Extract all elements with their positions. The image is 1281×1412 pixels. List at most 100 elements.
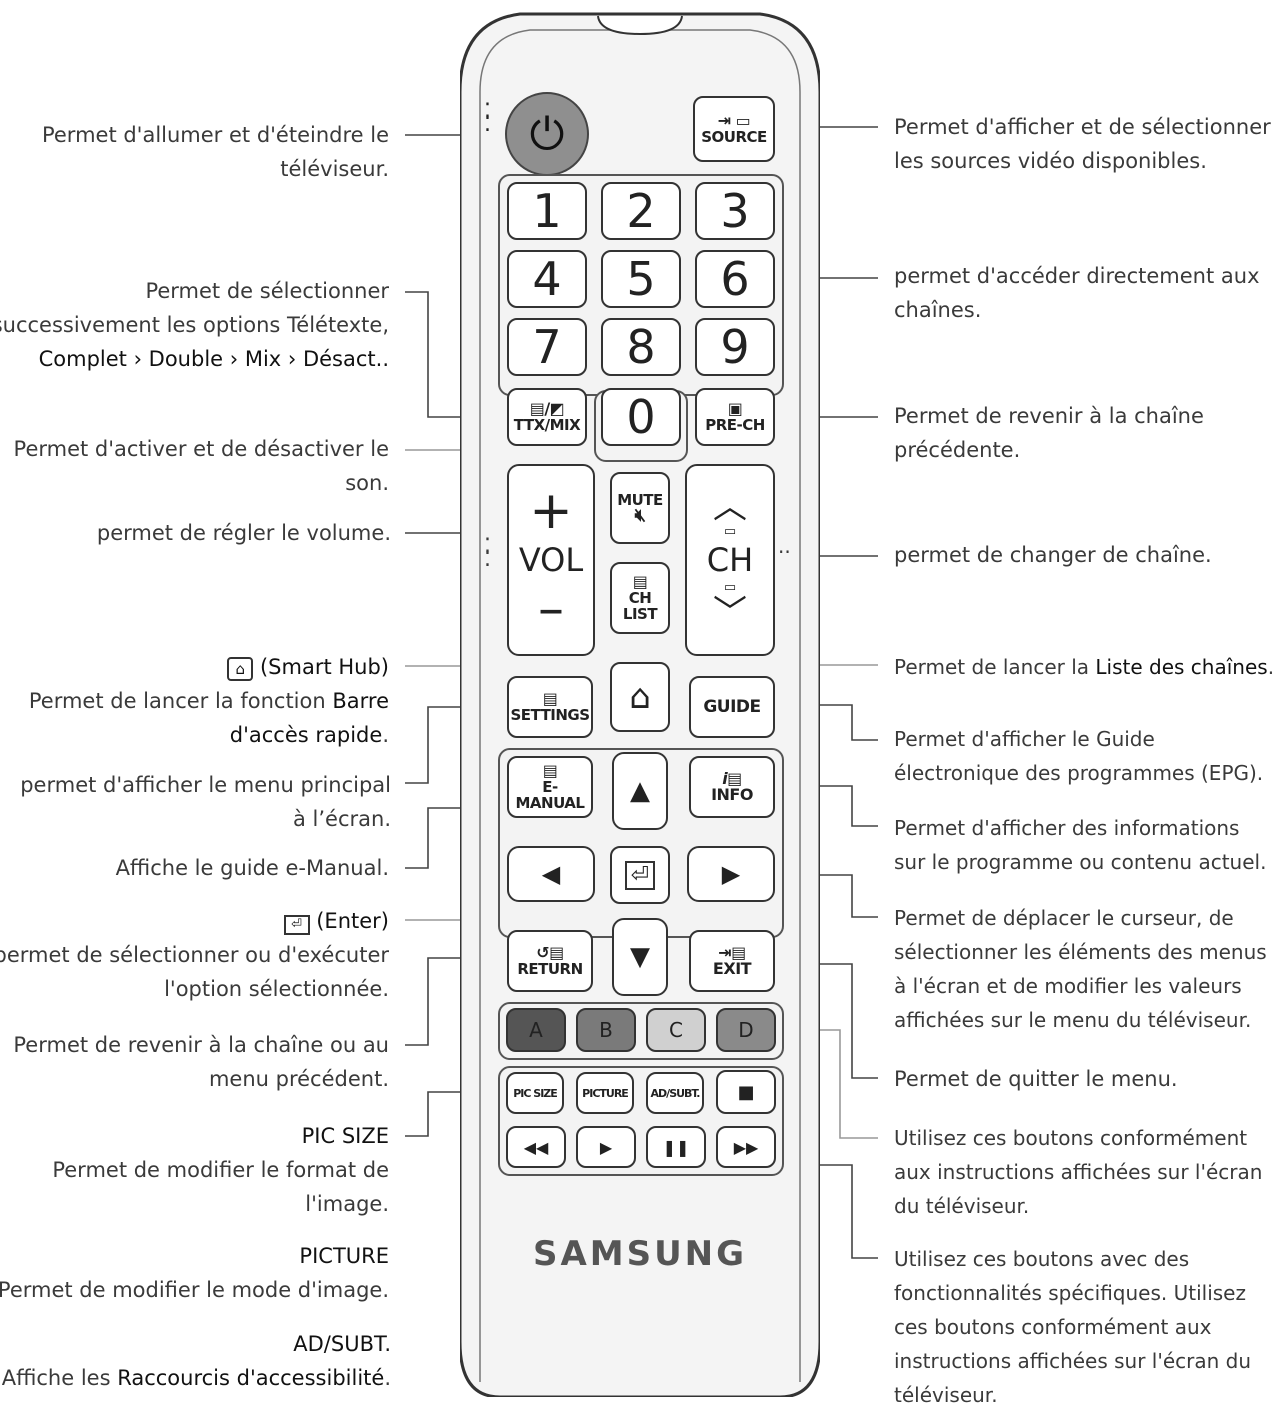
annotation-volume: permet de régler le volume. [0, 516, 391, 550]
ch-list-button[interactable]: ▤ CH LIST [610, 562, 670, 634]
number-button-0[interactable]: 0 [601, 388, 681, 446]
annotation-line: Permet de revenir à la chaîne ou au [13, 1033, 389, 1057]
power-button[interactable]: ⏻ [505, 92, 589, 176]
home-icon: ⌂ [227, 657, 254, 681]
play-icon: ▶ [599, 1137, 613, 1157]
info-button[interactable]: i▤ INFO [689, 756, 775, 818]
right-arrow-button[interactable]: ▶ [687, 846, 775, 902]
home-icon: ⌂ [629, 677, 651, 717]
fast-forward-icon: ▶▶ [733, 1137, 759, 1157]
enter-icon: ⏎ [624, 860, 656, 890]
annotation-line: Permet d'allumer et d'éteindre le [41, 123, 389, 147]
number-button-3[interactable]: 3 [695, 182, 775, 240]
teletext-options: Complet › Double › Mix › Désact.. [38, 347, 389, 371]
number-button-9[interactable]: 9 [695, 318, 775, 376]
annotation-line: à l’écran. [292, 807, 391, 831]
mute-icon: 🔇︎ [634, 505, 646, 526]
down-arrow-icon: ▼ [630, 942, 650, 972]
return-icon: ↺▤ [536, 943, 564, 962]
annotation-line: Permet de modifier le mode d'image. [0, 1278, 389, 1302]
stop-button[interactable]: ■ [716, 1070, 776, 1114]
annotation-line: menu précédent. [208, 1067, 389, 1091]
channel-down-icon: ﹀ [713, 593, 747, 633]
vol-dots-icon: ⁚⁚ [484, 535, 491, 572]
annotation-line: Permet de modifier le format de [52, 1158, 389, 1182]
smart-hub-button[interactable]: ⌂ [610, 662, 670, 732]
annotation-emanual: Affiche le guide e-Manual. [0, 851, 389, 885]
pause-icon: ❚❚ [662, 1137, 690, 1157]
pause-button[interactable]: ❚❚ [646, 1126, 706, 1168]
up-arrow-button[interactable]: ▲ [612, 752, 668, 830]
volume-rocker[interactable]: + VOL – [507, 464, 595, 656]
enter-button[interactable]: ⏎ [610, 846, 670, 904]
annotation-line: permet de régler le volume. [96, 521, 391, 545]
number-button-5[interactable]: 5 [601, 250, 681, 308]
brand-logo: SAMSUNG [532, 1234, 748, 1274]
settings-button[interactable]: ▤ SETTINGS [507, 676, 593, 738]
pre-ch-button[interactable]: ▣ PRE-CH [695, 388, 775, 446]
color-button-d[interactable]: D [716, 1008, 776, 1052]
annotation-enter: ⏎ (Enter) permet de sélectionner ou d'ex… [0, 904, 389, 1006]
annotation-line: téléviseur. [280, 157, 389, 181]
number-button-7[interactable]: 7 [507, 318, 587, 376]
remote-control: ⏻ ⁚⁚ ⇥ ▭ SOURCE 1 2 3 4 5 6 7 8 9 0 ▤/◩ … [460, 12, 820, 1397]
exit-button[interactable]: ⇥▤ EXIT [689, 930, 775, 992]
source-button[interactable]: ⇥ ▭ SOURCE [693, 96, 775, 162]
annotation-exit: Permet de quitter le menu. [894, 1067, 1178, 1091]
picture-button[interactable]: PICTURE [576, 1072, 634, 1114]
annotation-power: Permet d'allumer et d'éteindre le télévi… [9, 118, 389, 186]
annotation-channel: permet de changer de chaîne. [894, 543, 1212, 567]
annotation-smarthub: ⌂ (Smart Hub) Permet de lancer la foncti… [28, 655, 389, 747]
settings-icon: ▤ [542, 689, 558, 708]
volume-down-icon: – [538, 579, 564, 639]
number-button-2[interactable]: 2 [601, 182, 681, 240]
fast-forward-button[interactable]: ▶▶ [716, 1126, 776, 1168]
annotation-line: Permet de sélectionner [145, 279, 389, 303]
annotation-line: Affiche le guide e-Manual. [115, 856, 389, 880]
annotation-adsubt: AD/SUBT. Affiche les Raccourcis d'access… [1, 1332, 391, 1390]
color-button-a[interactable]: A [506, 1008, 566, 1052]
color-button-b[interactable]: B [576, 1008, 636, 1052]
annotation-return: Permet de revenir à la chaîne ou au menu… [0, 1028, 389, 1096]
annotation-line: successivement les options Télétexte, [0, 313, 389, 337]
e-manual-icon: ▤ [542, 761, 558, 780]
number-button-8[interactable]: 8 [601, 318, 681, 376]
up-arrow-icon: ▲ [630, 776, 650, 806]
ad-subt-button[interactable]: AD/SUBT. [646, 1072, 704, 1114]
power-icon: ⏻ [529, 108, 565, 160]
annotation-line: permet de sélectionner ou d'exécuter [0, 943, 389, 967]
ttx-mix-button[interactable]: ▤/◩ TTX/MIX [507, 388, 587, 446]
number-button-4[interactable]: 4 [507, 250, 587, 308]
play-button[interactable]: ▶ [576, 1126, 636, 1168]
mic-dots-icon: ⁚⁚ [484, 100, 491, 137]
pre-ch-icon: ▣ [727, 399, 743, 418]
number-button-6[interactable]: 6 [695, 250, 775, 308]
rewind-button[interactable]: ◀◀ [506, 1126, 566, 1168]
number-button-1[interactable]: 1 [507, 182, 587, 240]
return-button[interactable]: ↺▤ RETURN [507, 930, 593, 992]
left-arrow-button[interactable]: ◀ [507, 846, 595, 902]
volume-up-icon: + [529, 481, 573, 541]
right-arrow-icon: ▶ [721, 860, 741, 888]
annotation-teletext: Permet de sélectionner successivement le… [0, 274, 389, 376]
source-icon: ⇥ ▭ [717, 111, 751, 130]
e-manual-button[interactable]: ▤ E-MANUAL [507, 756, 593, 818]
color-button-c[interactable]: C [646, 1008, 706, 1052]
pic-size-button[interactable]: PIC SIZE [506, 1072, 564, 1114]
annotation-mute: Permet d'activer et de désactiver le son… [0, 432, 389, 500]
guide-button[interactable]: GUIDE [689, 676, 775, 738]
channel-rocker[interactable]: ︿ ▭ CH ▭ ﹀ [685, 464, 775, 656]
left-arrow-icon: ◀ [541, 860, 561, 888]
mute-button[interactable]: MUTE 🔇︎ [610, 472, 670, 544]
ch-list-icon: ▤ [632, 572, 648, 591]
enter-icon: ⏎ [283, 915, 310, 935]
annotation-line: l'image. [305, 1192, 389, 1216]
down-arrow-button[interactable]: ▼ [612, 918, 668, 996]
annotation-line: permet d'afficher le menu principal [20, 773, 391, 797]
